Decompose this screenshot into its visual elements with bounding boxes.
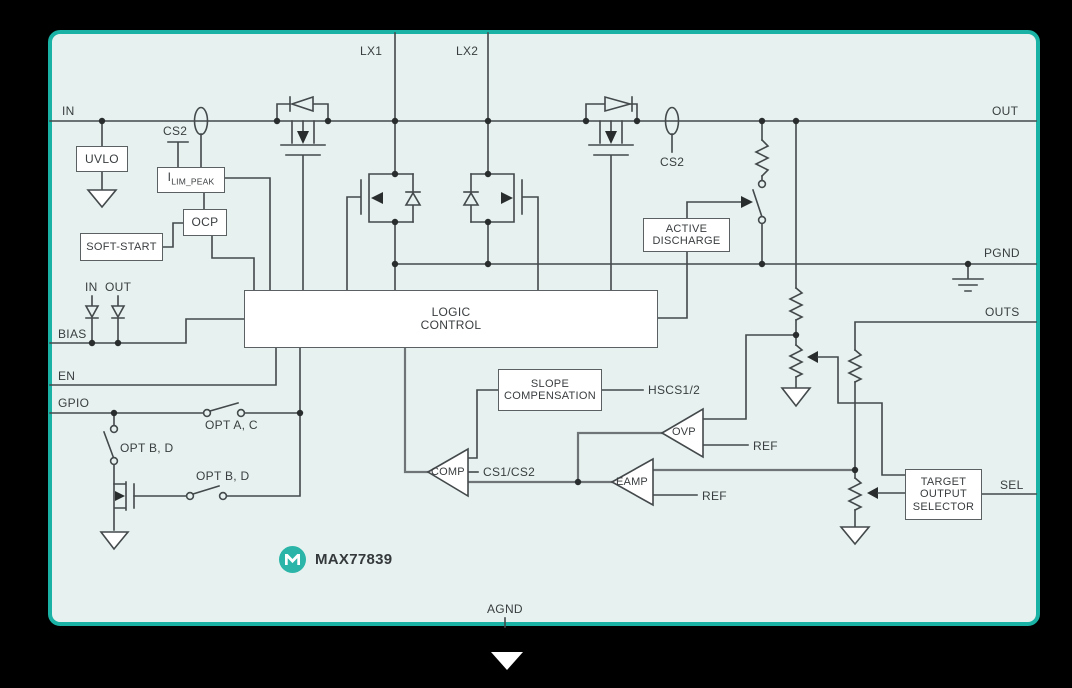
pmos-right-icon bbox=[585, 95, 638, 291]
junction-dots bbox=[88, 117, 972, 486]
ref-eamp-label: REF bbox=[702, 489, 727, 503]
left-pin-wires bbox=[49, 318, 301, 497]
ground-icon-uvlo bbox=[86, 189, 118, 209]
opt-bd-label-2: OPT B, D bbox=[196, 469, 250, 483]
maxim-logo-icon bbox=[279, 546, 306, 573]
signal-wires bbox=[403, 346, 857, 484]
power-rails bbox=[49, 32, 1037, 291]
opt-bd-label-1: OPT B, D bbox=[120, 441, 174, 455]
bias-diodes bbox=[84, 295, 126, 344]
feedback-divider bbox=[702, 120, 906, 476]
pin-lx1: LX1 bbox=[360, 44, 383, 58]
block-ocp: OCP bbox=[183, 209, 227, 236]
amplifiers bbox=[426, 407, 704, 507]
nmos-right-icon bbox=[462, 173, 539, 291]
cs2-in-label: CS2 bbox=[163, 124, 188, 138]
nmos-left-icon bbox=[346, 173, 422, 291]
current-sense-in bbox=[167, 106, 209, 168]
current-sense-out bbox=[664, 106, 680, 153]
uvlo-wires bbox=[86, 120, 118, 209]
earth-ground-icon bbox=[952, 263, 984, 292]
protection-wires bbox=[162, 177, 271, 291]
block-soft-start: SOFT-START bbox=[80, 233, 163, 261]
resistor-fb-top bbox=[788, 286, 804, 322]
potentiometer-outs bbox=[847, 476, 863, 512]
comp-label: COMP bbox=[431, 466, 465, 478]
ground-icon-outs bbox=[839, 526, 871, 546]
soft-start-label: SOFT-START bbox=[86, 240, 157, 253]
ilim-peak-label: ILIM_PEAK bbox=[167, 170, 215, 187]
switch-contacts bbox=[109, 179, 767, 501]
block-uvlo: UVLO bbox=[76, 146, 128, 172]
uvlo-label: UVLO bbox=[85, 151, 119, 166]
agnd-marker-icon bbox=[491, 652, 523, 670]
comp-triangle bbox=[426, 447, 469, 498]
eamp-label: EAMP bbox=[616, 476, 648, 488]
pin-sel: SEL bbox=[1000, 478, 1024, 492]
cs1cs2-label: CS1/CS2 bbox=[483, 465, 536, 479]
pin-in: IN bbox=[62, 104, 75, 118]
hscs-label: HSCS1/2 bbox=[648, 383, 701, 397]
ovp-label: OVP bbox=[672, 426, 696, 438]
bias-diode-out-label: OUT bbox=[105, 280, 132, 294]
opt-ac-label: OPT A, C bbox=[205, 418, 258, 432]
part-number: MAX77839 bbox=[315, 551, 393, 568]
pmos-left-icon bbox=[276, 95, 329, 291]
gpio-network bbox=[99, 402, 239, 551]
ref-ovp-label: REF bbox=[753, 439, 778, 453]
cs2-out-label: CS2 bbox=[660, 155, 685, 169]
pin-out: OUT bbox=[992, 104, 1019, 118]
pin-bias: BIAS bbox=[58, 327, 87, 341]
block-ilim-peak: ILIM_PEAK bbox=[157, 167, 225, 193]
pin-agnd: AGND bbox=[487, 602, 523, 616]
eamp-triangle bbox=[610, 457, 654, 507]
pin-gpio: GPIO bbox=[58, 396, 90, 410]
outs-divider bbox=[839, 321, 1037, 546]
resistor-discharge bbox=[754, 138, 770, 178]
ground-icon-fb bbox=[780, 387, 812, 408]
ground-icon-gpio-fet bbox=[99, 531, 130, 551]
pin-en: EN bbox=[58, 369, 76, 383]
pin-pgnd: PGND bbox=[984, 246, 1020, 260]
potentiometer-fb bbox=[788, 343, 804, 379]
pin-lx2: LX2 bbox=[456, 44, 479, 58]
ovp-triangle bbox=[660, 407, 704, 459]
brand: MAX77839 bbox=[279, 546, 392, 573]
control-wires bbox=[467, 389, 749, 496]
pin-outs: OUTS bbox=[985, 305, 1020, 319]
ocp-label: OCP bbox=[191, 215, 219, 229]
resistor-outs bbox=[847, 348, 863, 384]
bias-diode-in-label: IN bbox=[85, 280, 98, 294]
agnd-pin bbox=[491, 617, 523, 670]
